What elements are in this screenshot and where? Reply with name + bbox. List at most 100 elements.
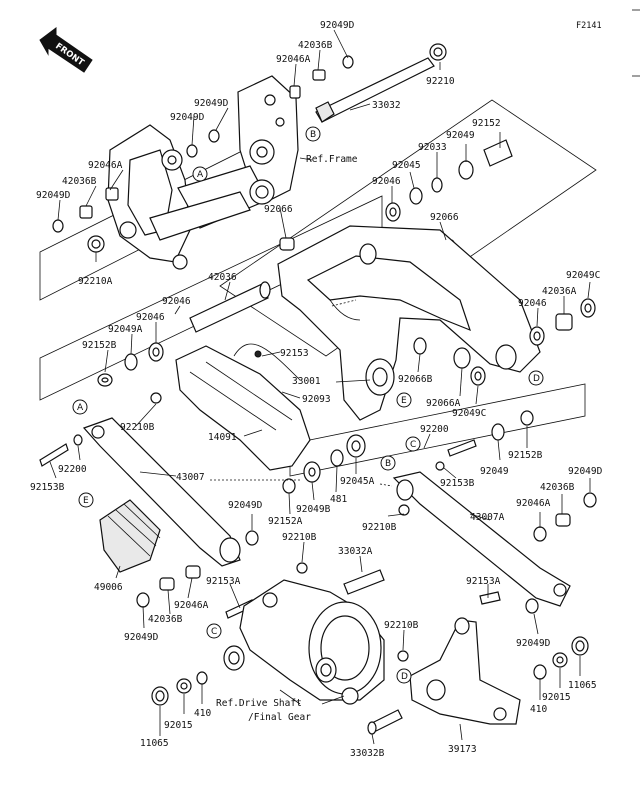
part-label: 92046 bbox=[518, 298, 547, 309]
part-label: 92049D bbox=[194, 98, 229, 109]
frame-cross-member bbox=[149, 165, 275, 241]
pivot-sleeve-42036 bbox=[189, 281, 271, 333]
callout-label: B bbox=[310, 130, 316, 140]
part-label: 43007A bbox=[470, 512, 505, 523]
part-label: 92049C bbox=[452, 408, 486, 419]
bearings-right bbox=[413, 298, 596, 386]
part-label: 92046 bbox=[136, 312, 165, 323]
part-label: 92049D bbox=[516, 638, 551, 649]
torque-link-39173 bbox=[397, 591, 521, 725]
part-label: 92049D bbox=[568, 466, 603, 477]
part-label: 92066A bbox=[426, 398, 461, 409]
small-parts-center bbox=[282, 410, 534, 494]
part-label: 92066 bbox=[430, 212, 459, 223]
part-label: 92046A bbox=[174, 600, 209, 611]
part-label: 92152B bbox=[508, 450, 543, 461]
part-label: 49006 bbox=[94, 582, 123, 593]
part-label: 92046A bbox=[276, 54, 311, 65]
part-label: 39173 bbox=[448, 744, 477, 755]
part-label: 92210B bbox=[120, 422, 155, 433]
part-label: 92093 bbox=[302, 394, 331, 405]
part-label: 92153 bbox=[280, 348, 309, 359]
swingarm bbox=[277, 225, 541, 421]
part-label: 92049D bbox=[228, 500, 263, 511]
callout-D-upper: D bbox=[528, 370, 544, 386]
part-label: 92049 bbox=[480, 466, 509, 477]
part-label: 92153B bbox=[440, 478, 475, 489]
part-label: 92210A bbox=[78, 276, 113, 287]
tie-rod-43007a bbox=[392, 471, 571, 607]
part-label: 92045 bbox=[392, 160, 421, 171]
part-label: 92049B bbox=[296, 504, 331, 515]
small-parts-mid-left bbox=[97, 342, 164, 387]
part-label: 11065 bbox=[140, 738, 169, 749]
part-label: 14091 bbox=[208, 432, 237, 443]
part-label: 42036B bbox=[540, 482, 575, 493]
part-label: 92046 bbox=[372, 176, 401, 187]
callout-B-lower: B bbox=[380, 455, 396, 471]
nut-92210 bbox=[429, 43, 447, 61]
part-label: 481 bbox=[330, 494, 347, 505]
callout-label: E bbox=[401, 396, 407, 406]
small-parts-upper-left bbox=[52, 55, 354, 253]
part-label: 92049A bbox=[108, 324, 143, 335]
callout-label: D bbox=[533, 374, 540, 384]
part-label: 92152B bbox=[82, 340, 117, 351]
boot-49006 bbox=[99, 499, 161, 573]
part-label: 92066 bbox=[264, 204, 293, 215]
part-label: 92200 bbox=[420, 424, 449, 435]
part-label: 11065 bbox=[568, 680, 597, 691]
part-labels: 92049D 42036B 92046A 92210 33032 92049D … bbox=[30, 20, 603, 759]
small-parts-lower-left bbox=[136, 562, 385, 619]
part-label: 92049 bbox=[446, 130, 475, 141]
part-label: 33032 bbox=[372, 100, 401, 111]
part-label: 92049D bbox=[36, 190, 71, 201]
leader-lines bbox=[49, 29, 591, 745]
callout-C-lower: C bbox=[206, 623, 222, 639]
part-label: 33032A bbox=[338, 546, 373, 557]
part-label: 92210B bbox=[362, 522, 397, 533]
part-label: 43007 bbox=[176, 472, 205, 483]
part-label: 92049C bbox=[566, 270, 600, 281]
part-label: 33001 bbox=[292, 376, 321, 387]
part-label: 92200 bbox=[58, 464, 87, 475]
part-label: 42036B bbox=[298, 40, 333, 51]
callout-label: A bbox=[77, 403, 84, 413]
front-arrow-icon: FRONT bbox=[39, 27, 93, 73]
callout-D-lower: D bbox=[396, 668, 412, 684]
part-label: 92153B bbox=[30, 482, 65, 493]
part-label: 92049D bbox=[124, 632, 159, 643]
part-label: 92015 bbox=[164, 720, 193, 731]
part-label: 33032B bbox=[350, 748, 385, 759]
frame-bracket-right bbox=[237, 75, 299, 201]
small-parts-lower-right bbox=[525, 598, 589, 680]
part-label: 92210B bbox=[282, 532, 317, 543]
callout-E-lower: E bbox=[78, 492, 94, 508]
tie-rod-43007 bbox=[82, 417, 241, 567]
callout-label: A bbox=[197, 170, 204, 180]
part-label: 92153A bbox=[206, 576, 241, 587]
part-label: 92153A bbox=[466, 576, 501, 587]
small-parts-bottom-left bbox=[151, 671, 208, 706]
ref-drive-shaft-label: Ref.Drive Shaft bbox=[216, 698, 302, 709]
part-label: 42036B bbox=[148, 614, 183, 625]
callout-A-upper: A bbox=[192, 166, 208, 182]
part-label: 92015 bbox=[542, 692, 571, 703]
diagram-code: F2141 bbox=[576, 21, 602, 31]
final-gear-case bbox=[223, 579, 385, 705]
part-label: 92033 bbox=[418, 142, 447, 153]
pivot-shaft bbox=[315, 57, 435, 123]
callout-label: C bbox=[211, 627, 217, 637]
part-label: 42036 bbox=[208, 272, 237, 283]
drive-shaft-cover bbox=[175, 343, 311, 471]
part-label: 92045A bbox=[340, 476, 375, 487]
callout-E-upper: E bbox=[396, 392, 412, 408]
part-label: 410 bbox=[194, 708, 211, 719]
frame-bracket-left bbox=[107, 124, 191, 270]
small-parts-tie-rod-left bbox=[39, 392, 259, 546]
part-label: 42036B bbox=[62, 176, 97, 187]
part-label: 42036A bbox=[542, 286, 577, 297]
callout-C-upper: C bbox=[405, 436, 421, 452]
part-label: 92152 bbox=[472, 118, 501, 129]
